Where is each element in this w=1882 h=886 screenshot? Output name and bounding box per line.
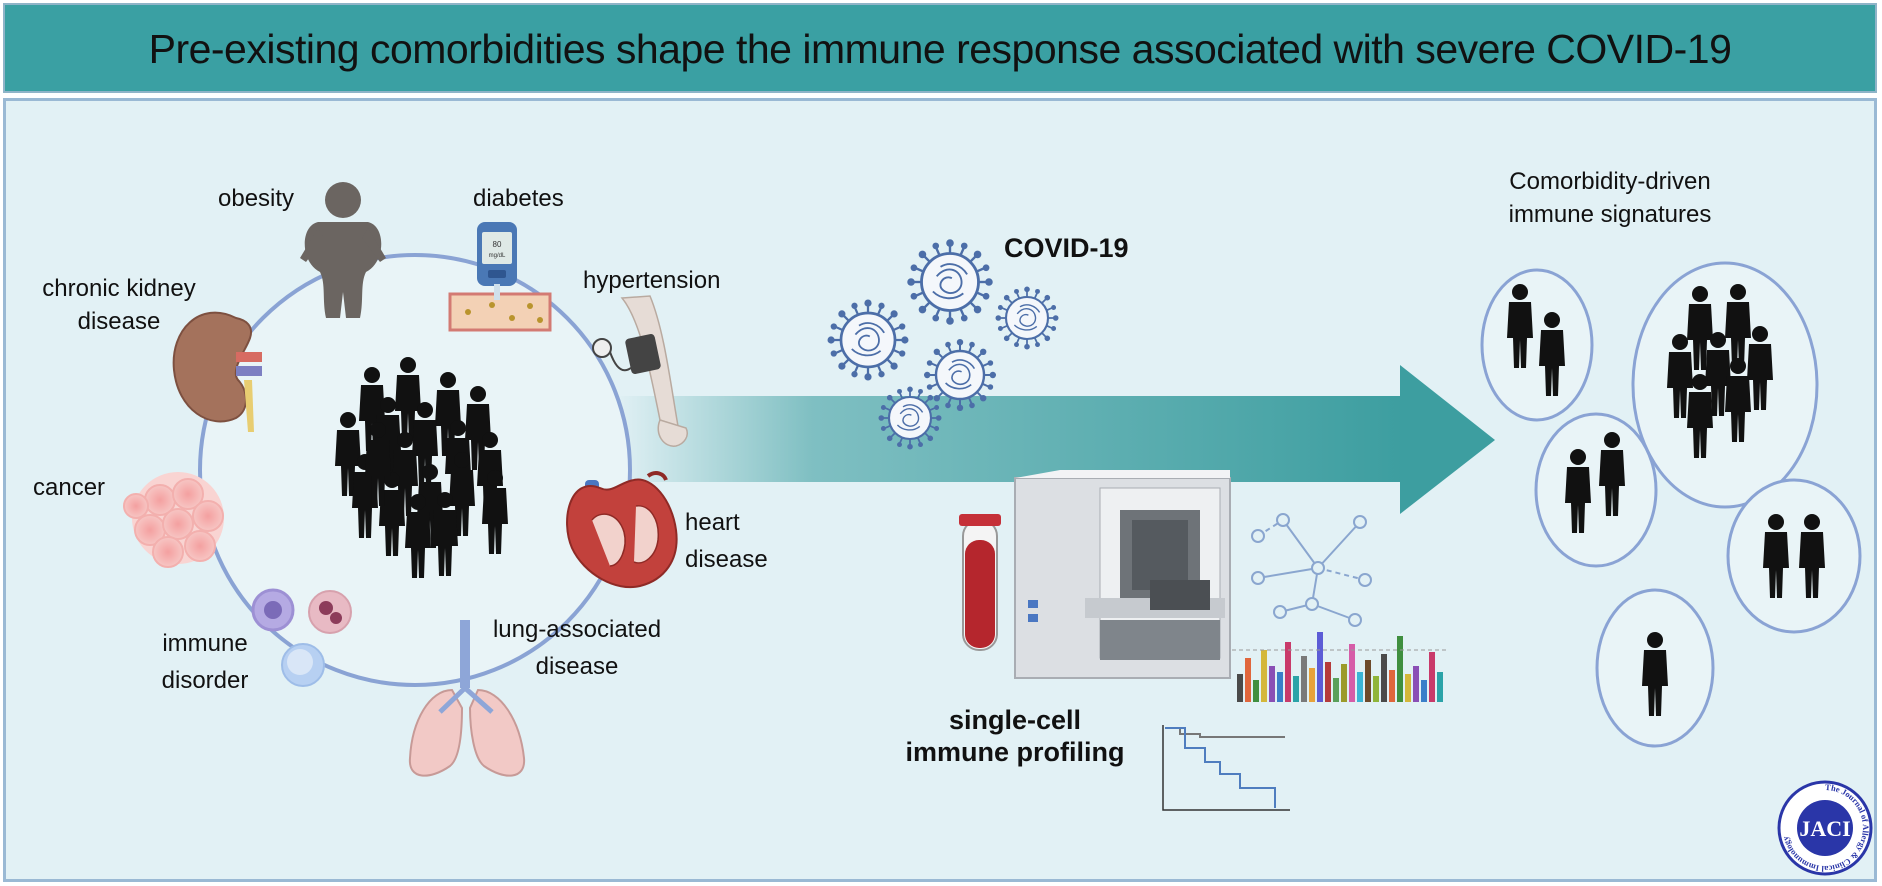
manhattan-bar	[1301, 656, 1307, 702]
manhattan-bar	[1253, 680, 1259, 702]
title-bar: Pre-existing comorbidities shape the imm…	[3, 3, 1877, 93]
heart-icon	[566, 471, 678, 589]
manhattan-bar	[1277, 672, 1283, 702]
manhattan-bar	[1365, 660, 1371, 702]
label-obesity: obesity	[218, 185, 295, 212]
label-diabetes: diabetes	[473, 185, 564, 212]
label-immune-line2: disorder	[161, 667, 249, 694]
progression-arrow	[615, 365, 1495, 514]
logo-text: JACI	[1799, 816, 1850, 841]
manhattan-bar	[1357, 672, 1363, 702]
glucometer-unit: mg/dL	[489, 253, 506, 259]
manhattan-bar	[1413, 666, 1419, 702]
lungs-icon	[408, 620, 526, 777]
manhattan-bar	[1373, 676, 1379, 702]
manhattan-bar	[1349, 644, 1355, 702]
cancer-cells-icon	[123, 472, 224, 568]
manhattan-bar	[1261, 650, 1267, 702]
kidney-icon	[172, 311, 262, 432]
jaci-logo: The Journal of Allergy & Clinical Immuno…	[1777, 780, 1873, 876]
manhattan-bar	[1381, 654, 1387, 702]
manhattan-bar	[1293, 676, 1299, 702]
manhattan-bar	[1237, 674, 1243, 702]
label-heart-line2: disease	[685, 546, 768, 573]
manhattan-plot-icon	[1232, 632, 1448, 702]
manhattan-bar	[1429, 652, 1435, 702]
label-lung-line1: lung-associated	[492, 616, 662, 643]
label-immune-line1: immune	[162, 630, 248, 657]
label-covid: COVID-19	[1004, 233, 1129, 263]
label-ckd-line2: disease	[77, 308, 161, 335]
blood-vessel	[448, 284, 552, 332]
immune-signature-groups	[1480, 261, 1862, 748]
survival-curve-icon	[1162, 725, 1290, 811]
manhattan-bar	[1325, 662, 1331, 702]
manhattan-bar	[1389, 670, 1395, 702]
glucometer-icon	[477, 222, 517, 286]
manhattan-bar	[1317, 632, 1323, 702]
manhattan-bar	[1333, 678, 1339, 702]
label-hypertension: hypertension	[583, 267, 721, 294]
network-graph-icon	[1251, 513, 1372, 627]
obesity-figure	[300, 182, 386, 318]
manhattan-bar	[1437, 672, 1443, 702]
label-profiling-line2: immune profiling	[905, 737, 1125, 767]
label-lung-line2: disease	[535, 653, 619, 680]
blood-pressure-arm	[592, 295, 688, 447]
manhattan-bar	[1269, 666, 1275, 702]
manhattan-bar	[1405, 674, 1411, 702]
manhattan-bar	[1309, 668, 1315, 702]
manhattan-bar	[1245, 658, 1251, 702]
glucometer-value: 80	[493, 240, 502, 249]
immune-cells-icon	[251, 588, 352, 687]
label-signatures-line1: Comorbidity-driven	[1509, 168, 1711, 195]
manhattan-bar	[1285, 642, 1291, 702]
label-cancer: cancer	[33, 474, 106, 501]
manhattan-bar	[1341, 664, 1347, 702]
label-ckd-line1: chronic kidney	[42, 275, 196, 302]
manhattan-bar	[1421, 680, 1427, 702]
label-signatures-line2: immune signatures	[1508, 201, 1712, 228]
label-profiling-line1: single-cell	[948, 705, 1082, 735]
blood-tube-icon	[959, 514, 1001, 651]
manhattan-bar	[1397, 636, 1403, 702]
single-cell-instrument-icon	[1014, 470, 1231, 679]
page-title: Pre-existing comorbidities shape the imm…	[148, 26, 1732, 72]
label-heart-line1: heart	[685, 509, 740, 536]
